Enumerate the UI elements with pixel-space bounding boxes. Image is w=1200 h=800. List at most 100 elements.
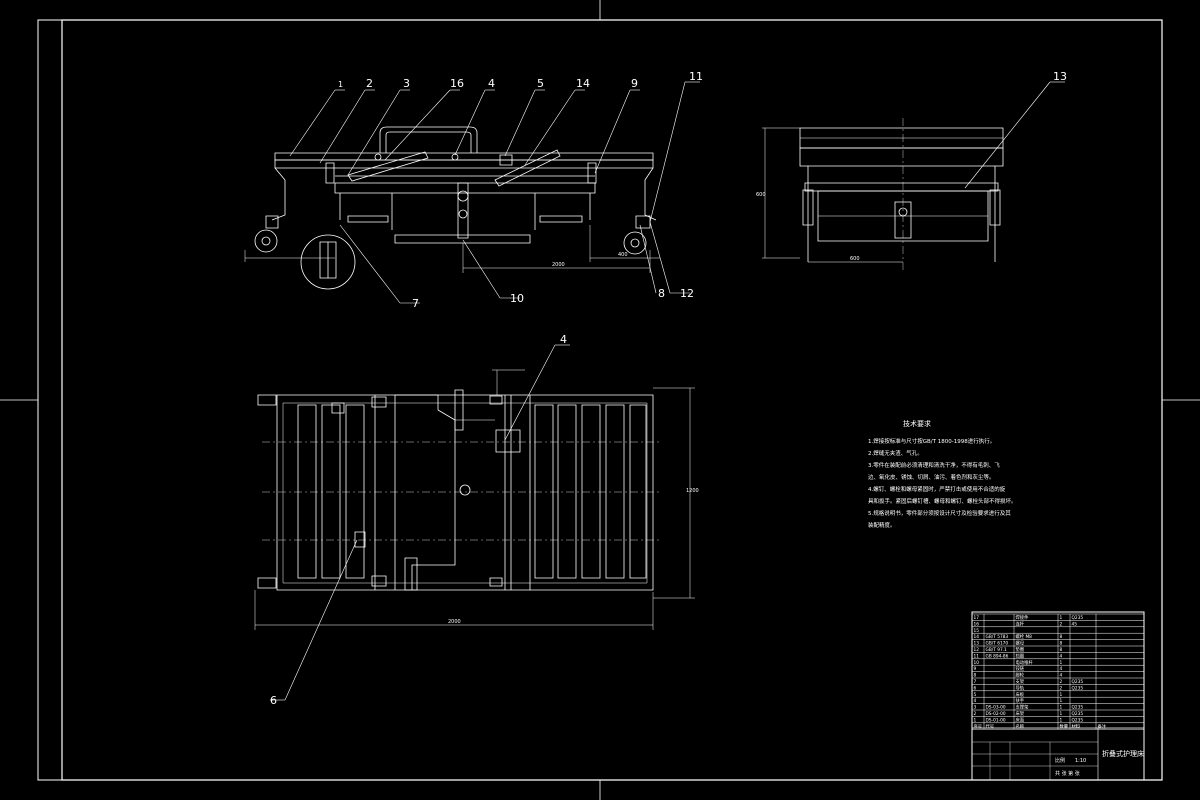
balloon-2: 2: [366, 77, 373, 90]
bom-cell: 11: [974, 653, 980, 659]
plan-leaders: [270, 345, 570, 700]
bom-cell: 螺栓 M8: [1016, 633, 1033, 640]
bom-cell: 4: [1060, 666, 1063, 672]
technical-notes: 技术要求 1.焊接按标准与尺寸按GB/T 1800-1998进行执行。 2.焊缝…: [868, 419, 1017, 529]
balloon-4: 4: [488, 77, 495, 90]
note-line-1: 1.焊接按标准与尺寸按GB/T 1800-1998进行执行。: [868, 437, 995, 445]
dim-side-height: 600: [756, 192, 766, 198]
bom-cell: 2: [1060, 685, 1063, 691]
drawing-title: 折叠式护理床: [1102, 749, 1144, 758]
scale-value: 1:10: [1075, 758, 1086, 764]
bom-header-cell: 名称: [1016, 723, 1025, 730]
balloon-numbers: 1 2 3 16 4 5 14 9 11 7 10 8 12 13 4 6: [270, 70, 1067, 707]
balloon-9: 9: [631, 77, 638, 90]
balloon-11: 11: [689, 70, 703, 83]
bom-cell: 2: [1060, 679, 1063, 685]
bom-header-cell: 备注: [1098, 723, 1107, 730]
side-leaders: [965, 82, 1065, 188]
bom-cell: 支架: [1016, 678, 1025, 685]
bom-cell: 1: [974, 717, 977, 723]
bom-cell: 挡圈: [1016, 652, 1025, 659]
balloon-4-plan: 4: [560, 333, 567, 346]
front-leaders: [290, 82, 700, 303]
bom-cell: 8: [1060, 641, 1063, 647]
bom-cell: 1: [1060, 717, 1063, 723]
dim-plan-height: 1200: [686, 488, 699, 494]
balloon-7: 7: [412, 297, 419, 310]
bom-grid: [972, 614, 1144, 729]
bom-cell: 支撑架: [1016, 704, 1030, 711]
bom-cell: 1: [1060, 698, 1063, 704]
bom-cell: Q235: [1072, 615, 1084, 621]
bom-cell: GB 894-86: [986, 653, 1009, 659]
dim-side-width: 600: [850, 256, 860, 262]
balloon-12: 12: [680, 287, 694, 300]
bom-cell: 45: [1072, 621, 1078, 627]
bom-cell: 2: [974, 711, 977, 717]
bom-cell: DS-03-00: [986, 705, 1006, 711]
bom-cell: DS-02-00: [986, 711, 1006, 717]
dim-front-wheel: 400: [618, 252, 628, 258]
note-line-2: 2.焊缝无夹渣、气孔。: [868, 449, 923, 457]
bom-cell: 床面: [1016, 716, 1025, 723]
bom-cell: 电动推杆: [1016, 659, 1034, 666]
bom-cell: DS-01-00: [986, 717, 1006, 723]
note-line-4: 边、氧化皮、锈蚀、切屑、油污、着色剂和灰尘等。: [868, 473, 995, 481]
bom-cell: Q235: [1072, 717, 1084, 723]
bom-cell: 1: [1060, 615, 1063, 621]
dim-plan-width: 2000: [448, 619, 461, 625]
balloon-14: 14: [576, 77, 590, 90]
bom-cell: 6: [974, 685, 977, 691]
bom-cell: 8: [974, 673, 977, 679]
balloon-16: 16: [450, 77, 464, 90]
balloon-5: 5: [537, 77, 544, 90]
bom-header-cell: 代号: [986, 723, 995, 730]
bom-cell: 4: [1060, 673, 1063, 679]
bom-cell: GB/T 6170: [986, 641, 1009, 647]
bom-cell: 脚轮: [1016, 672, 1025, 679]
bom-cell: 床板: [1016, 691, 1025, 698]
dim-front-width: 2000: [552, 262, 565, 268]
note-line-7: 5.规格说明书，零件部分须按设计尺寸及检验要求进行及其: [868, 509, 1011, 517]
bom-cell: 3: [974, 705, 977, 711]
bom-cell: 12: [974, 647, 980, 653]
balloon-3: 3: [403, 77, 410, 90]
sheet-label: 共 张 第 张: [1055, 770, 1080, 777]
bom-cell: 4: [1060, 653, 1063, 659]
bom-cell: 1: [1060, 660, 1063, 666]
bom-cell: 16: [974, 621, 980, 627]
balloon-10: 10: [510, 292, 524, 305]
bom-cell: 14: [974, 634, 980, 640]
bom-cell: 9: [974, 666, 977, 672]
plan-view: 2000 1200: [255, 370, 699, 630]
bom-cell: 1: [1060, 692, 1063, 698]
bom-cell: 17: [974, 615, 980, 621]
bom-cell: 螺母: [1016, 640, 1025, 647]
bom-cell: 1: [1060, 711, 1063, 717]
bom-cell: 15: [974, 628, 980, 634]
bom-cell: 扶手: [1016, 697, 1025, 704]
scale-label: 比例: [1055, 757, 1065, 764]
bom-cell: 导轨: [1016, 684, 1025, 691]
bom-cell: 铰链: [1016, 665, 1025, 672]
bom-cell: 1: [1060, 705, 1063, 711]
bom-cell: 2: [1060, 621, 1063, 627]
balloon-6: 6: [270, 694, 277, 707]
balloon-1: 1: [338, 80, 343, 89]
note-line-6: 具和扳手。紧固后螺钉槽、螺母和螺钉、螺栓头部不得损坏。: [868, 497, 1017, 505]
bom-cell: Q235: [1072, 705, 1084, 711]
note-line-5: 4.螺钉、螺栓和螺母紧固时，严禁打击或使用不合适的旋: [868, 485, 1006, 493]
note-line-8: 装配精度。: [868, 521, 896, 529]
bom-cell: Q235: [1072, 685, 1084, 691]
side-view: 600 600: [756, 118, 1003, 270]
bom-header-cell: 数量: [1060, 723, 1069, 730]
bom-header-cell: 序号: [974, 723, 983, 730]
bom-cell: Q235: [1072, 711, 1084, 717]
bom-cell: 8: [1060, 634, 1063, 640]
bom-cell: 连杆: [1016, 620, 1025, 627]
front-view: 2000 400: [245, 127, 660, 289]
bom-cell: 床架: [1016, 710, 1025, 717]
